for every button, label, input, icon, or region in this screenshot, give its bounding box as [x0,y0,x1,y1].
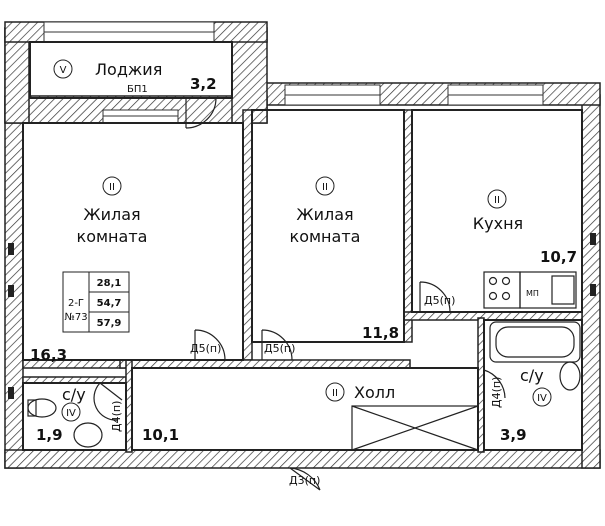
wc-left-category: IV [66,408,76,419]
living1-label-2: комната [77,227,148,246]
loggia-code: БП1 [127,84,148,95]
sink-right [559,361,581,391]
door-wc-left-label: Д4(п) [110,401,123,432]
doors [93,97,506,491]
closet [351,405,479,451]
loggia-category: V [60,65,67,76]
wc-left-label: с/у [62,385,86,404]
hall-area: 10,1 [142,426,179,444]
fixtures [27,271,581,451]
hall-category: II [332,388,338,399]
wc-left-area: 1,9 [36,426,63,444]
area-total-loggia: 57,9 [97,318,122,329]
dishwasher-label: МП [526,289,539,298]
area-total: 54,7 [97,298,122,309]
door-entry-label: Д3(п) [289,474,320,487]
kitchen-label: Кухня [473,214,523,233]
door-living1-label: Д5(п) [190,342,221,355]
area-living: 28,1 [97,278,122,289]
apartment-number: №73 [64,312,87,323]
kitchen-category: II [494,195,500,206]
living1-area: 16,3 [30,346,67,364]
living2-label-1: Жилая [296,205,353,224]
toilet-left [27,398,57,418]
apartment-info-table: 28,1 54,7 57,9 2-Г №73 [62,271,130,333]
bathtub [489,321,581,363]
stove [483,271,521,309]
living2-category: II [322,182,328,193]
bath-right-area: 3,9 [500,426,527,444]
windows [43,21,544,124]
category-circles [53,59,552,422]
door-bath-right-label: Д4(п) [490,377,503,408]
living2-area: 11,8 [362,324,399,342]
loggia-label: Лоджия [95,60,162,79]
dishwasher [519,271,577,309]
door-kitchen-label: Д5(п) [424,294,455,307]
bath-right-category: IV [537,393,547,404]
hall-label: Холл [354,383,395,402]
living1-category: II [109,182,115,193]
living1-label-1: Жилая [83,205,140,224]
living2-label-2: комната [290,227,361,246]
rooms-count: 2-Г [68,298,84,309]
sink-left [73,422,103,448]
wall-markers [8,233,596,399]
loggia-area: 3,2 [190,75,217,93]
door-living2-label: Д5(п) [264,342,295,355]
kitchen-area: 10,7 [540,248,577,266]
bath-right-label: с/у [520,366,544,385]
